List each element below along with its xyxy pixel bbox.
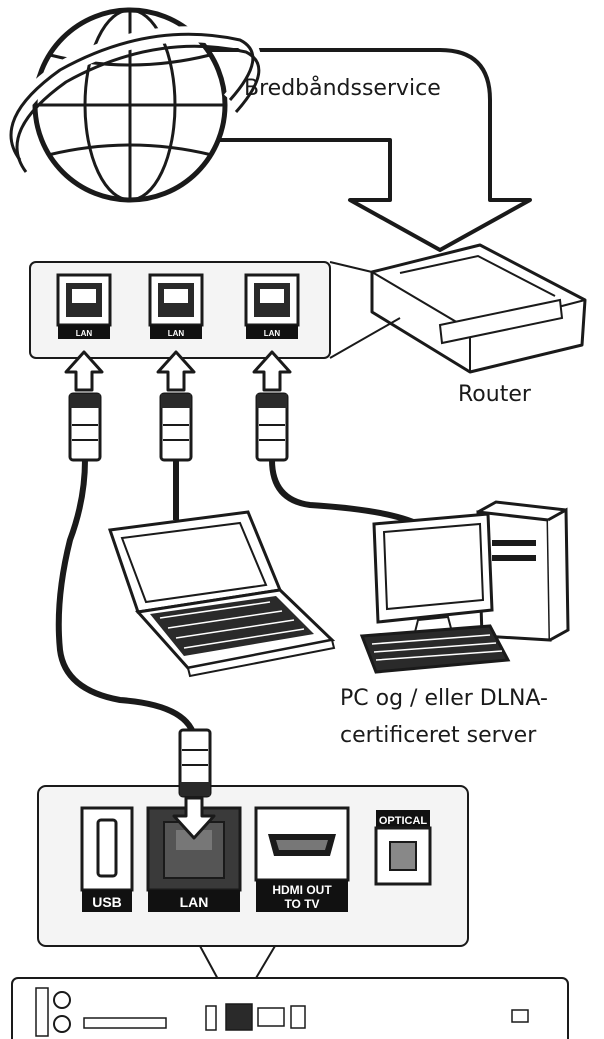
- broadband-label: Bredbåndsservice: [244, 75, 441, 101]
- laptop-icon: [107, 510, 336, 678]
- broadband-arrow: [178, 48, 532, 252]
- usb-port-label: USB: [92, 894, 122, 910]
- router-lan-port-3[interactable]: LAN: [244, 273, 300, 339]
- router-port-label: LAN: [264, 329, 281, 338]
- hdmi-port-label-line1: HDMI OUT: [272, 883, 332, 897]
- lan-port-label: LAN: [180, 894, 209, 910]
- router-lan-port-1[interactable]: LAN: [56, 273, 112, 339]
- rj45-plug-icon: [255, 392, 289, 462]
- player-port-panel: [37, 785, 469, 947]
- router-port-label: LAN: [168, 329, 185, 338]
- rj45-plug-icon: [159, 392, 193, 462]
- hdmi-port-label-line2: TO TV: [284, 897, 319, 911]
- router-icon: [370, 243, 587, 374]
- cable-pc: [269, 459, 422, 528]
- rj45-plug-icon: [178, 728, 212, 798]
- globe-icon: [3, 7, 261, 203]
- optical-port-label: OPTICAL: [379, 815, 428, 827]
- cable-player: [55, 459, 198, 741]
- router-lan-port-2[interactable]: LAN: [148, 273, 204, 339]
- desktop-pc-icon: [359, 500, 570, 674]
- rj45-plug-icon: [68, 392, 102, 462]
- router-port-callout: [329, 261, 401, 359]
- hdmi-out-port[interactable]: HDMI OUT TO TV: [254, 806, 350, 912]
- player-rear-panel: [11, 977, 569, 1039]
- up-arrow-icon: [252, 350, 292, 392]
- up-arrow-icon: [156, 350, 196, 392]
- usb-port[interactable]: USB: [80, 806, 134, 912]
- router-label: Router: [458, 382, 532, 407]
- pc-label-line1: PC og / eller DLNA-: [340, 686, 548, 711]
- router-port-label: LAN: [76, 329, 93, 338]
- pc-label-line2: certificeret server: [340, 723, 537, 748]
- down-arrow-icon: [172, 796, 216, 840]
- optical-port[interactable]: OPTICAL: [374, 810, 432, 886]
- up-arrow-icon: [64, 350, 104, 392]
